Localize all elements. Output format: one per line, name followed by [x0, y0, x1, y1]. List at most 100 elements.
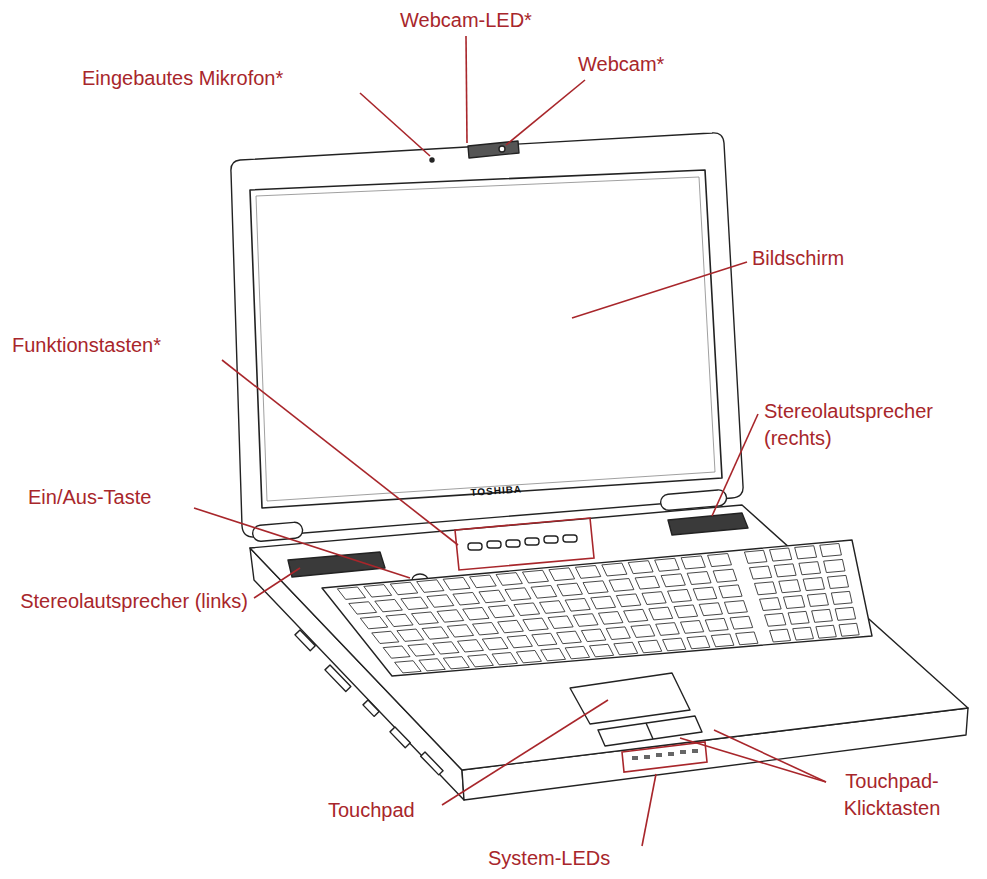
part-label: Bildschirm: [752, 246, 844, 271]
key: [655, 558, 680, 571]
leader-line: [714, 730, 826, 782]
key: [496, 573, 522, 586]
key: [427, 595, 454, 607]
key: [360, 616, 387, 628]
key: [687, 636, 710, 649]
key: [437, 610, 464, 622]
microphone: [430, 158, 434, 162]
key: [635, 576, 659, 589]
key: [606, 627, 630, 640]
port: [421, 752, 443, 775]
key: [395, 661, 422, 673]
hinge: [252, 522, 303, 542]
lid-outer: [231, 133, 743, 537]
key: [744, 550, 767, 563]
key: [705, 618, 728, 631]
key: [795, 546, 817, 559]
key: [681, 556, 705, 569]
key: [463, 607, 489, 619]
key: [479, 590, 505, 603]
key: [799, 562, 821, 575]
hinge: [660, 489, 727, 511]
key: [609, 579, 634, 592]
key: [730, 616, 753, 629]
key: [473, 622, 499, 634]
key: [375, 599, 402, 611]
key: [397, 629, 424, 641]
key: [531, 585, 557, 598]
key: [433, 642, 459, 654]
leader-line: [680, 738, 826, 782]
key: [591, 596, 616, 609]
leader-line: [572, 262, 747, 318]
key: [488, 605, 514, 618]
key: [598, 612, 622, 625]
key: [408, 644, 435, 656]
key: [736, 632, 758, 645]
part-label: Eingebautes Mikrofon*: [82, 66, 283, 91]
screen-inner-edge: [256, 177, 715, 501]
keyboard-frame: [322, 540, 872, 676]
key: [803, 578, 824, 591]
key: [401, 597, 428, 609]
leader-line: [506, 80, 585, 145]
key: [638, 640, 662, 653]
part-label: System-LEDs: [488, 846, 610, 871]
key: [349, 602, 377, 614]
button-divider: [646, 723, 653, 739]
port: [363, 700, 379, 716]
port: [390, 727, 410, 748]
speaker-grille: [668, 513, 748, 535]
key: [482, 638, 508, 650]
key: [779, 580, 801, 593]
key: [624, 609, 648, 622]
key: [443, 657, 469, 669]
leader-line: [222, 360, 458, 545]
leader-line: [642, 774, 656, 846]
key: [661, 574, 685, 587]
callout-box: [622, 742, 707, 772]
key: [713, 569, 737, 582]
key: [812, 609, 833, 622]
key: [614, 642, 638, 655]
key: [656, 623, 680, 636]
key: [419, 659, 445, 671]
port: [295, 630, 315, 651]
key: [422, 627, 449, 639]
leader-line: [466, 36, 467, 143]
key: [458, 640, 484, 652]
key: [590, 644, 614, 657]
key: [680, 621, 703, 634]
key: [835, 607, 855, 620]
key: [724, 601, 747, 614]
base-deck: [250, 505, 968, 770]
part-label: Stereolautsprecher (links): [20, 588, 248, 615]
key: [565, 598, 590, 611]
key: [386, 614, 413, 626]
key: [540, 601, 565, 614]
key: [719, 585, 742, 598]
key: [541, 648, 566, 660]
key: [783, 596, 804, 609]
key: [337, 587, 365, 599]
key: [839, 623, 859, 636]
key: [770, 629, 791, 642]
leader-line: [442, 700, 608, 805]
key: [468, 655, 494, 667]
key: [668, 589, 692, 602]
key: [516, 650, 541, 662]
part-label: Ein/Aus-Taste: [28, 485, 151, 510]
key: [581, 629, 605, 642]
key: [765, 613, 786, 626]
key: [760, 598, 782, 611]
key: [575, 565, 600, 578]
key: [573, 614, 598, 627]
part-label: Webcam*: [578, 52, 664, 77]
key: [523, 618, 548, 631]
key: [453, 592, 480, 605]
key: [443, 577, 470, 590]
key: [649, 607, 673, 620]
key: [749, 566, 771, 579]
